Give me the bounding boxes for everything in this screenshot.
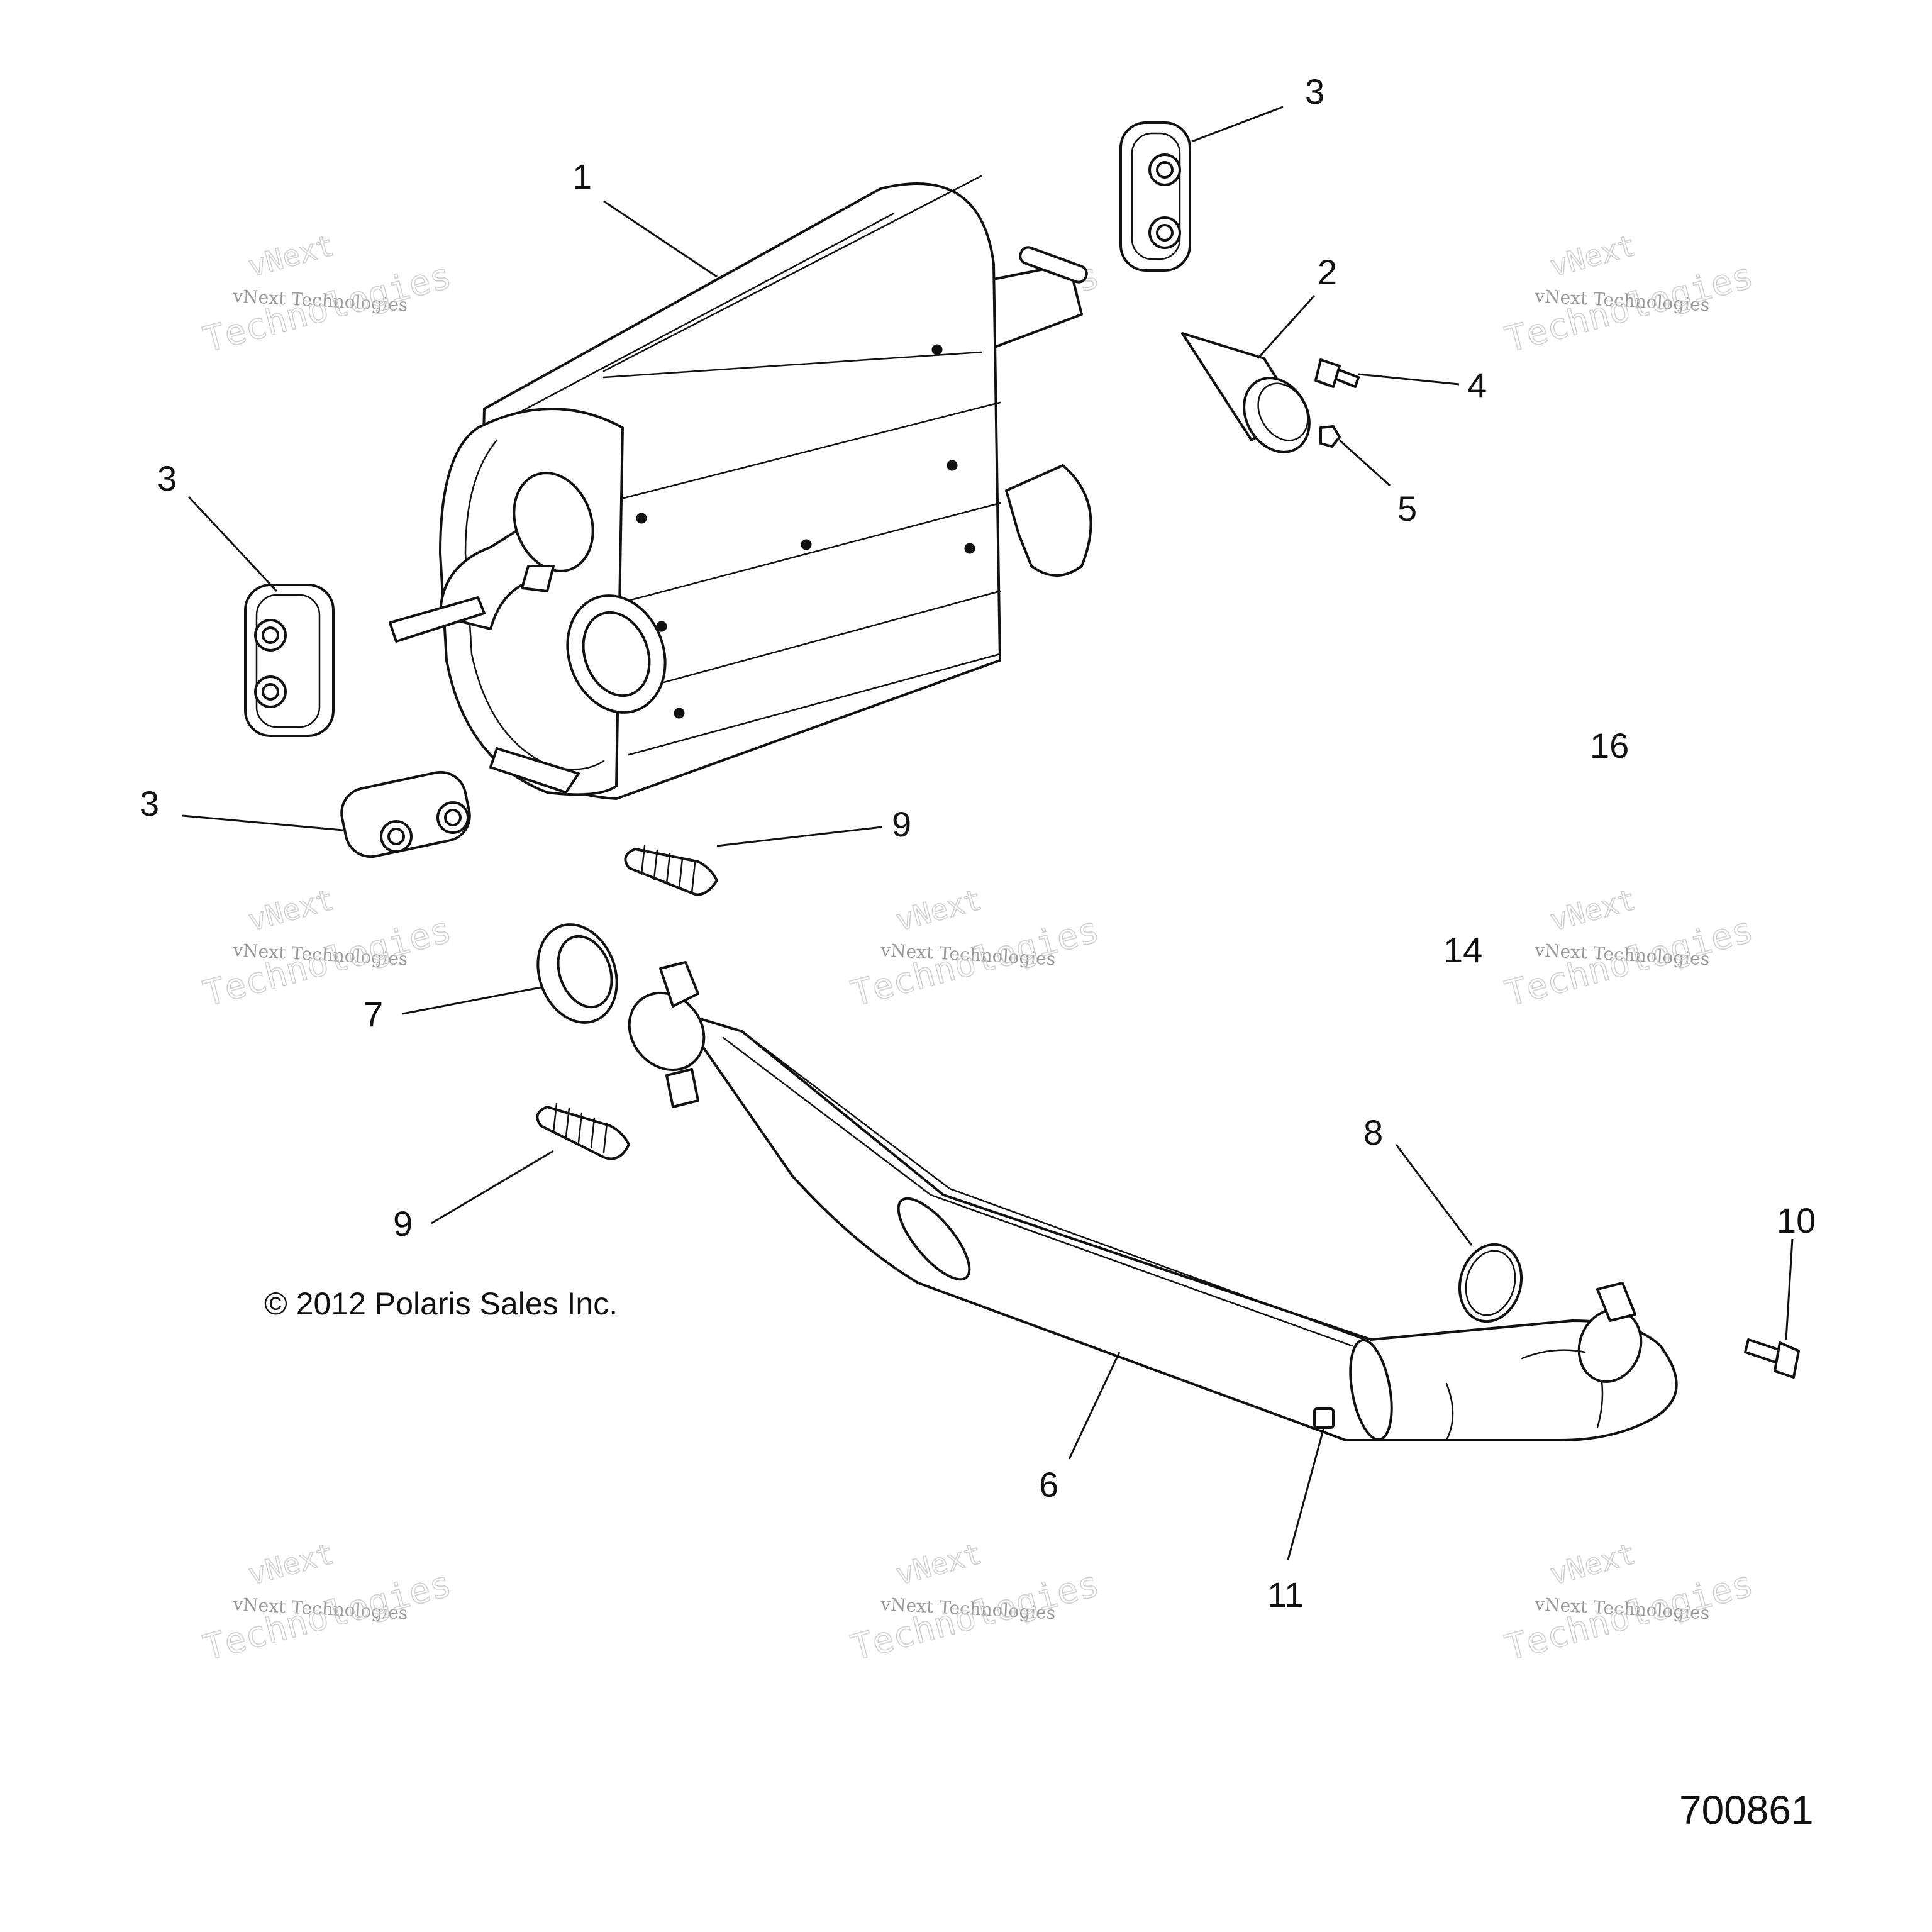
- figure-number: 700861: [1679, 1787, 1814, 1833]
- svg-text:Technologies: Technologies: [1501, 255, 1758, 360]
- callout-10: 10: [1777, 1201, 1816, 1240]
- callout-2: 2: [1318, 252, 1337, 292]
- leader-line-7: [402, 986, 541, 1015]
- leader-line-5: [1338, 439, 1391, 487]
- watermark: vNext vNext Technologies Technologies: [199, 1536, 456, 1670]
- spring-part: [536, 1102, 630, 1160]
- leader-line-6: [1068, 1352, 1121, 1460]
- leader-line-10: [1785, 1238, 1794, 1340]
- svg-text:Technologies: Technologies: [199, 255, 456, 360]
- watermark: vNext vNext Technologies Technologies: [1501, 228, 1758, 362]
- rubber-isolator-part: [244, 584, 335, 737]
- head-pipe-part: [628, 961, 1678, 1441]
- svg-text:Technologies: Technologies: [1501, 1563, 1758, 1668]
- callout-3: 3: [1305, 72, 1324, 111]
- watermark: vNext vNext Technologies Technologies: [1501, 1536, 1758, 1670]
- callout-11: 11: [1267, 1575, 1304, 1614]
- callout-9: 9: [892, 804, 911, 844]
- svg-text:vNext: vNext: [892, 1536, 985, 1592]
- svg-text:vNext: vNext: [1546, 882, 1640, 938]
- svg-text:vNext: vNext: [245, 228, 338, 284]
- callout-4: 4: [1467, 365, 1487, 405]
- rubber-isolator-part: [340, 770, 471, 858]
- leader-line-9b: [431, 1150, 554, 1224]
- watermark: vNext vNext Technologies Technologies: [847, 882, 1104, 1016]
- svg-text:Technologies: Technologies: [847, 909, 1104, 1014]
- nut-part: [1319, 425, 1341, 448]
- watermark: vNext vNext Technologies Technologies: [847, 1536, 1104, 1670]
- leader-line-4: [1358, 373, 1460, 386]
- callout-14: 14: [1443, 930, 1482, 970]
- callout-9: 9: [393, 1204, 413, 1243]
- gasket-part: [536, 923, 618, 1024]
- callout-6: 6: [1039, 1465, 1058, 1504]
- clamp-part: [1313, 1407, 1335, 1429]
- spring-part: [624, 845, 718, 896]
- muffler-part: [389, 175, 1092, 800]
- callout-7: 7: [364, 994, 383, 1034]
- callout-16: 16: [1590, 726, 1629, 765]
- rubber-isolator-part: [1119, 121, 1191, 272]
- svg-text:vNext: vNext: [1546, 1536, 1640, 1592]
- leader-line-3a: [1191, 106, 1284, 143]
- callout-5: 5: [1397, 489, 1417, 528]
- spark-arrestor-part: [1181, 332, 1311, 453]
- svg-text:Technologies: Technologies: [199, 909, 456, 1014]
- svg-text:vNext: vNext: [245, 882, 338, 938]
- leader-line-2: [1257, 294, 1316, 360]
- callout-labels: 1 2 3 3 3 4 5 6 7 8 9 9 10 11 14 16: [140, 72, 1816, 1614]
- leader-line-8: [1395, 1144, 1473, 1246]
- svg-text:vNext: vNext: [245, 1536, 338, 1592]
- callout-1: 1: [572, 157, 592, 196]
- svg-text:Technologies: Technologies: [1501, 909, 1758, 1014]
- copyright-notice: © 2012 Polaris Sales Inc.: [264, 1286, 618, 1321]
- svg-text:vNext: vNext: [892, 882, 985, 938]
- flange-bolt-part: [1744, 1338, 1800, 1379]
- watermark: vNext vNext Technologies Technologies: [199, 882, 456, 1016]
- callout-3: 3: [140, 784, 159, 823]
- leader-line-3c: [182, 814, 343, 831]
- watermark: vNext vNext Technologies Technologies: [1501, 882, 1758, 1016]
- leader-line-9a: [716, 826, 882, 847]
- leader-line-3b: [187, 496, 278, 592]
- callout-8: 8: [1363, 1113, 1383, 1152]
- watermark: vNext vNext Technologies Technologies: [199, 228, 456, 362]
- bolt-part: [1314, 358, 1360, 388]
- leader-line-1: [603, 200, 718, 278]
- callout-3: 3: [157, 458, 177, 498]
- svg-text:vNext: vNext: [1546, 228, 1640, 284]
- leader-lines: [182, 106, 1794, 1560]
- svg-text:Technologies: Technologies: [199, 1563, 456, 1668]
- leader-line-11: [1287, 1427, 1325, 1560]
- seal-ring-part: [1458, 1243, 1523, 1323]
- svg-text:Technologies: Technologies: [847, 1563, 1104, 1668]
